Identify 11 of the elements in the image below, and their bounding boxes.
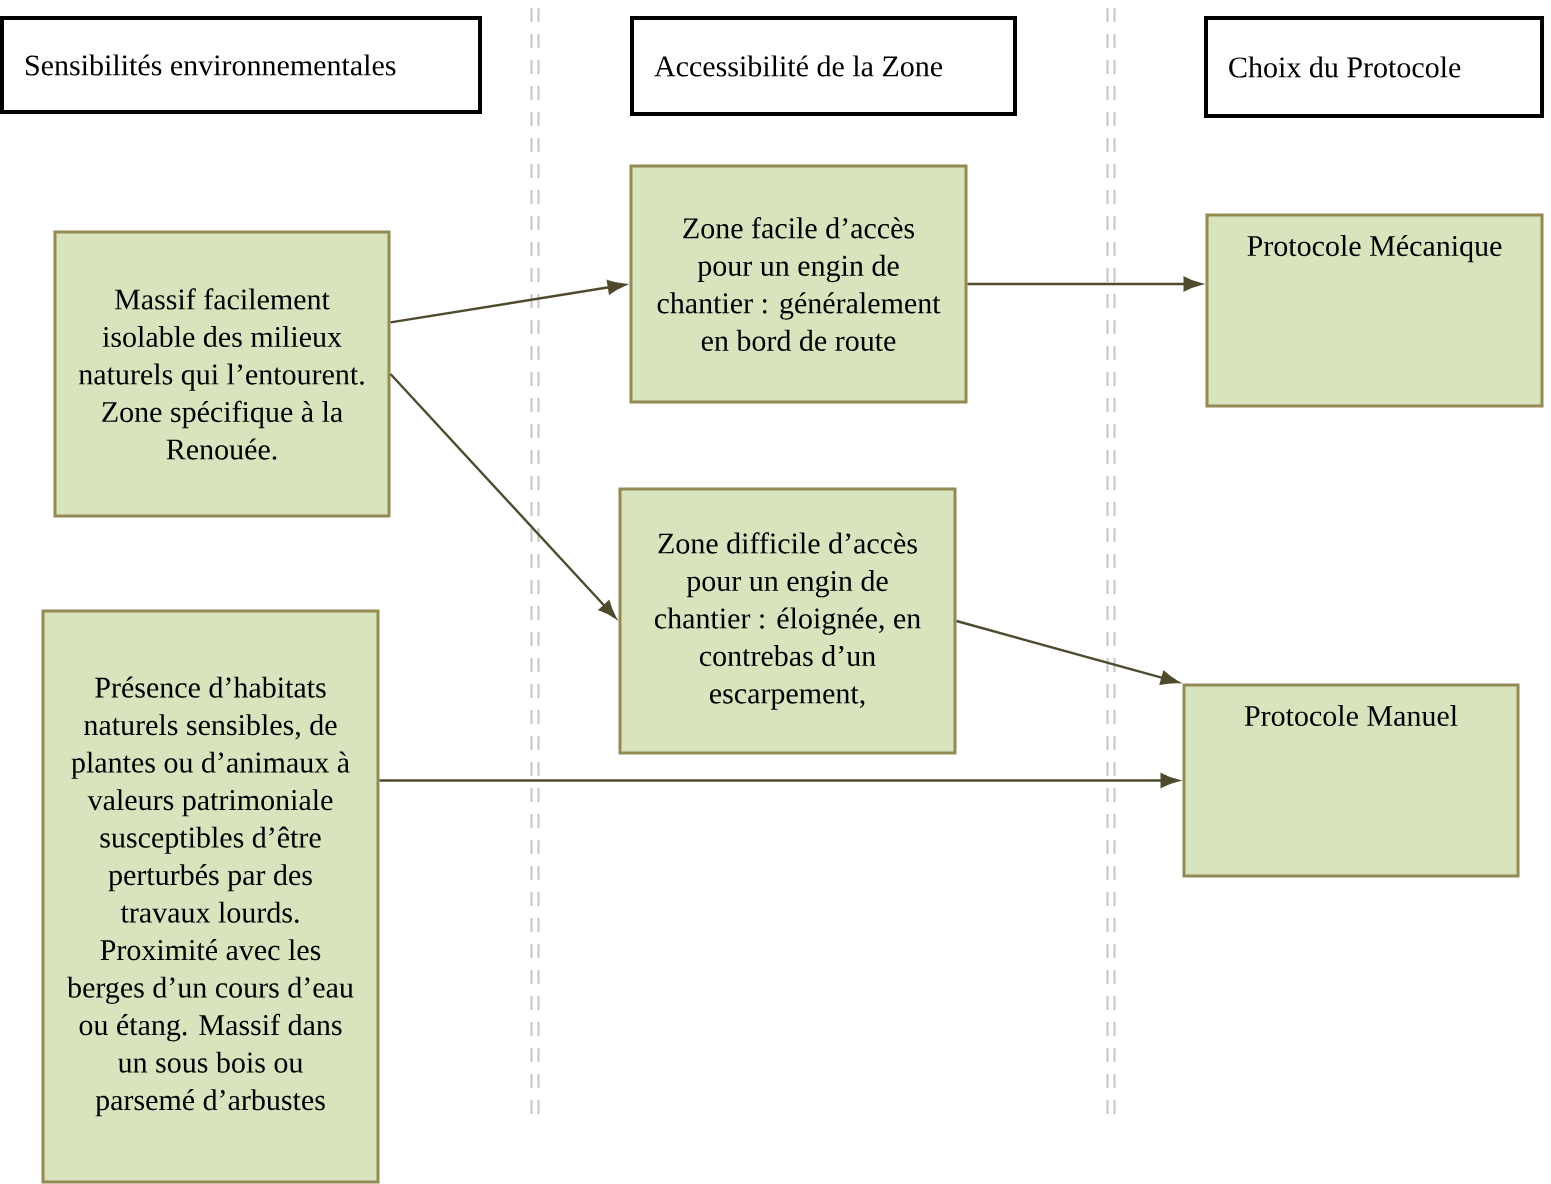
column-header: Choix du Protocole xyxy=(1204,16,1544,118)
text-box: Massif facilement isolable des milieux naturels qui l’entourent. Zone spécifique à la Renouée. xyxy=(53,230,391,518)
protocol-box: Protocole Manuel xyxy=(1182,683,1520,878)
text-box: Zone facile d’accès pour un engin de chantier : généralement en bord de route xyxy=(629,164,968,404)
protocol-box: Protocole Mécanique xyxy=(1205,213,1544,408)
arrow xyxy=(967,276,1202,292)
text-box: Zone difficile d’accès pour un engin de chantier : éloignée, en contrebas d’un escarpement, xyxy=(618,487,957,755)
column-header: Sensibilités environnementales xyxy=(0,16,482,114)
arrow xyxy=(389,373,617,619)
text-box: Présence d’habitats naturels sensibles, de plantes ou d’animaux à valeurs patrimoniale susceptibles d’être perturbés par des travaux lourds. Proximité avec les berges d’un cours d’eau ou étang. Massif dans un sous bois ou parsemé d’arbustes xyxy=(41,609,380,1184)
column-header: Accessibilité de la Zone xyxy=(630,16,1017,116)
